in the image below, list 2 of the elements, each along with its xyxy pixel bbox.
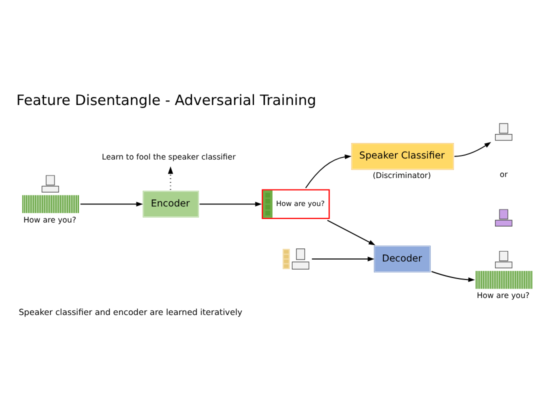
diagram-title: Feature Disentangle - Adversarial Training [16, 92, 316, 109]
caption: Speaker classifier and encoder are learned iteratively [18, 306, 242, 317]
